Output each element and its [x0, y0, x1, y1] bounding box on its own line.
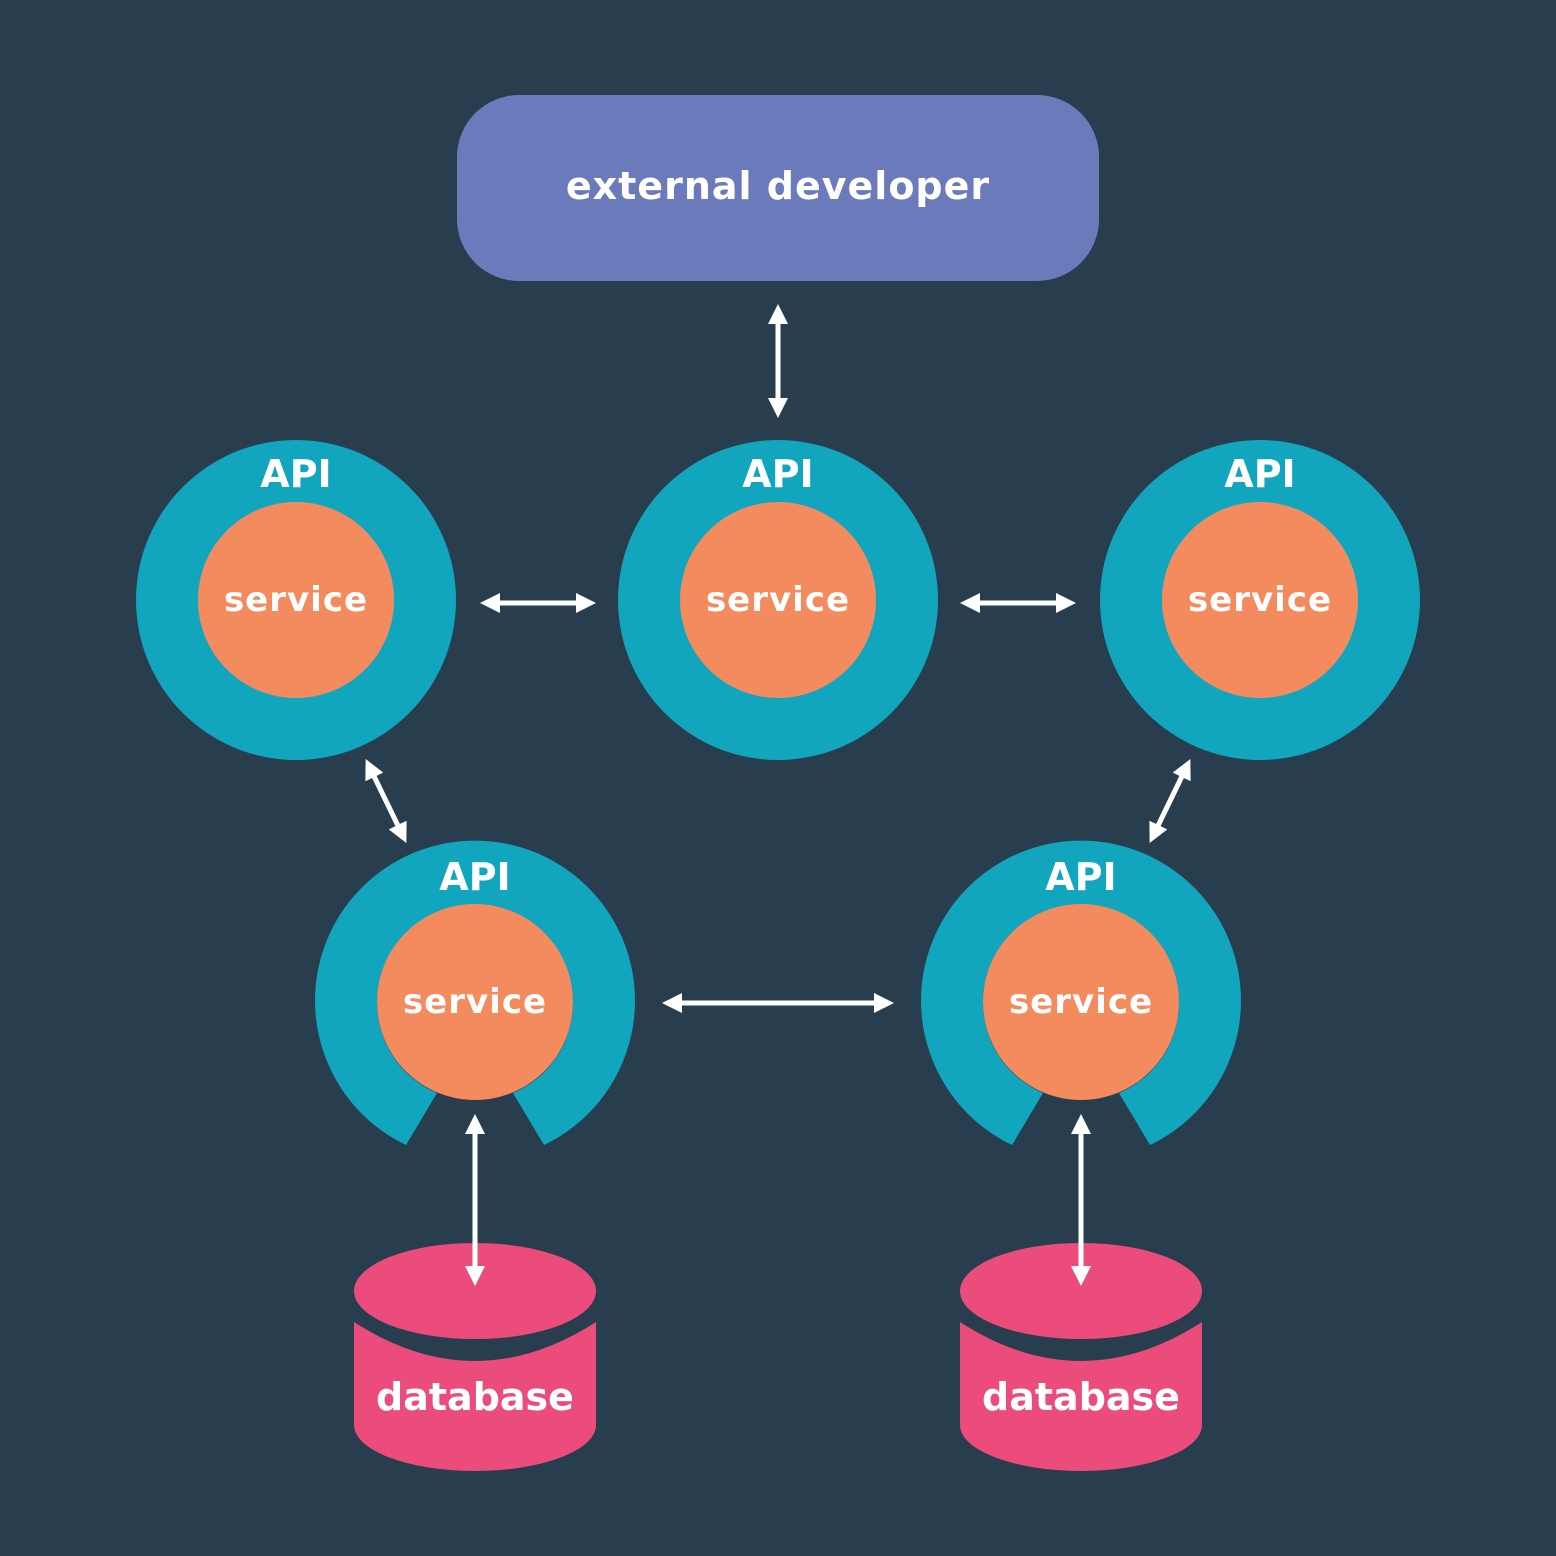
service-circle	[983, 904, 1179, 1100]
service-circle	[198, 502, 394, 698]
api-label: API	[742, 452, 813, 496]
external-developer-label: external developer	[566, 164, 990, 208]
service-circle	[680, 502, 876, 698]
database-cylinder: database	[960, 1243, 1202, 1471]
api-label: API	[1045, 855, 1116, 899]
service-label: service	[403, 982, 547, 1022]
database-body	[354, 1322, 596, 1471]
api-label: API	[439, 855, 510, 899]
api-node: API service	[1100, 440, 1420, 760]
external-developer-box: external developer	[457, 95, 1099, 281]
db-arrow-overlay	[465, 1230, 1091, 1286]
api-node: API service	[136, 440, 456, 760]
database-top	[960, 1243, 1202, 1339]
service-circle	[1162, 502, 1358, 698]
api-label: API	[1224, 452, 1295, 496]
arrow-topleft-to-bottomleft	[365, 759, 407, 843]
database-top	[354, 1243, 596, 1339]
api-node: API service	[618, 440, 938, 760]
api-node: API service	[921, 840, 1241, 1145]
database-label: database	[982, 1375, 1180, 1419]
service-label: service	[1188, 580, 1332, 620]
api-node: API service	[314, 840, 636, 1145]
database-body	[960, 1322, 1202, 1471]
service-label: service	[224, 580, 368, 620]
api-ring	[314, 840, 636, 1145]
api-label: API	[260, 452, 331, 496]
arrow-topright-to-bottomright	[1149, 759, 1191, 843]
service-label: service	[1009, 982, 1153, 1022]
service-circle	[377, 904, 573, 1100]
api-ring	[921, 840, 1241, 1145]
database-label: database	[376, 1375, 574, 1419]
service-label: service	[706, 580, 850, 620]
database-cylinder: database	[354, 1243, 596, 1471]
